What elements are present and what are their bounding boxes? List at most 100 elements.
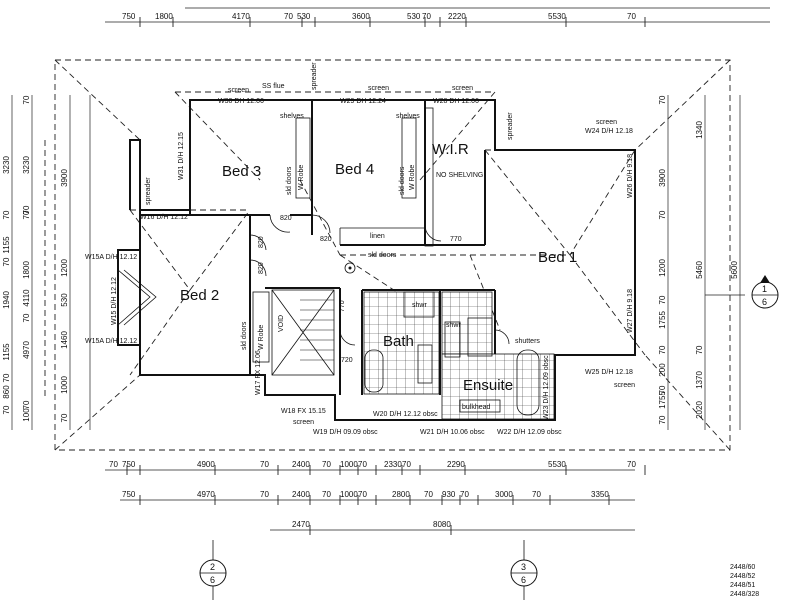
window-w30: W30 DH 12.06 [218, 98, 264, 105]
dimension-label: 70 [532, 490, 541, 499]
dimension-label: 2290 [447, 460, 465, 469]
w-robe-bed3: W Robe [298, 165, 305, 190]
void-label: VOID [278, 315, 285, 332]
door-820-a: 820 [280, 215, 292, 222]
dimension-label: 70 [358, 460, 367, 469]
window-w22: W22 D/H 12.09 obsc [497, 429, 562, 436]
window-w23: W23 D/H 12.09 obsc [543, 355, 550, 420]
dimension-label: 1460 [60, 331, 69, 349]
section-ref-a-sheet: 6 [210, 575, 215, 585]
section-ref-bottom-b: 3 6 [510, 540, 538, 600]
screen-label-top-right: screen [452, 85, 473, 92]
dimension-label: 2400 [292, 490, 310, 499]
window-w27: W27 D/H 9.18 [627, 289, 634, 333]
dimension-label: 70 [422, 12, 431, 21]
dimension-label: 1800 [22, 261, 31, 279]
dimension-lines [11, 7, 770, 531]
window-w17: W17 FX 12.06 [255, 350, 262, 395]
section-ref-a-num: 2 [210, 562, 215, 572]
window-w15a-bot: W15A D/H 12.12 [85, 338, 137, 345]
dimension-label: 70 [2, 210, 11, 219]
window-w24: W24 D/H 12.18 [585, 128, 633, 135]
ss-flue-label: SS flue [262, 83, 285, 90]
dimension-label: 750 [122, 490, 136, 499]
dimension-label: 3900 [60, 169, 69, 187]
stamp-3: 2448/51 [730, 582, 755, 589]
window-w15: W15 D/H 12.12 [111, 277, 118, 325]
dimension-label: 70 [460, 490, 469, 499]
dimension-label: 70 [322, 460, 331, 469]
room-label-wir: W.I.R [432, 141, 469, 158]
door-820-c: 820 [258, 236, 265, 248]
wir-note: NO SHELVING [436, 172, 483, 179]
window-w29: W29 DH 12.24 [340, 98, 386, 105]
section-ref-b-sheet: 6 [521, 575, 526, 585]
stair-void [271, 289, 335, 376]
stamp-4: 2448/328 [730, 591, 759, 598]
dimension-label: 1940 [2, 291, 11, 309]
dimension-label: 70 [2, 373, 11, 382]
door-770-a: 770 [450, 236, 462, 243]
section-ref-right: 1 6 [751, 275, 779, 309]
dimension-label: 70 [627, 12, 636, 21]
section-ref-b-num: 3 [521, 562, 526, 572]
window-w25: W25 D/H 12.18 [585, 369, 633, 376]
dimension-ticks [126, 17, 646, 535]
dimension-label: 1755 [658, 391, 667, 409]
spreader-label-1: spreader [311, 62, 318, 90]
dimension-label: 4170 [232, 12, 250, 21]
dimension-label: 2800 [392, 490, 410, 499]
door-820-d: 820 [258, 262, 265, 274]
window-w18: W18 FX 15.15 [281, 408, 326, 415]
dimension-label: 200 [658, 363, 667, 377]
screen-label-bed1: screen [596, 119, 617, 126]
door-770-b: 770 [339, 300, 346, 312]
dimension-label: 70 [22, 210, 31, 219]
dimension-label: 4900 [197, 460, 215, 469]
dimension-label: 1200 [658, 259, 667, 277]
dimension-label: 530 [297, 12, 311, 21]
dimension-label: 70 [2, 405, 11, 414]
sld-doors-bed4: sld doors [399, 166, 406, 195]
room-label-bed4: Bed 4 [335, 161, 374, 178]
external-walls [117, 99, 636, 421]
dimension-label: 1370 [695, 371, 704, 389]
window-w15a-top: W15A D/H 12.12 [85, 254, 137, 261]
dimension-label: 70 [260, 490, 269, 499]
dimension-label: 530 [407, 12, 421, 21]
dimension-label: 3230 [22, 156, 31, 174]
room-label-bed3: Bed 3 [222, 163, 261, 180]
dimension-label: 750 [122, 12, 136, 21]
dimension-label: 1800 [155, 12, 173, 21]
window-w31: W31 D/H 12.15 [178, 132, 185, 180]
dimension-label: 70 [22, 400, 31, 409]
w-robe-bed4: W Robe [409, 165, 416, 190]
dimension-label: 70 [358, 490, 367, 499]
room-label-ensuite: Ensuite [463, 377, 513, 394]
dimension-label: 70 [22, 313, 31, 322]
dimension-label: 70 [658, 295, 667, 304]
dimension-label: 70 [260, 460, 269, 469]
dimension-label: 1200 [60, 259, 69, 277]
dimension-label: 5530 [548, 460, 566, 469]
bulkhead-label: bulkhead [462, 404, 491, 411]
dimension-label: 2470 [292, 520, 310, 529]
dimension-label: 70 [658, 385, 667, 394]
dimension-label: 1340 [695, 121, 704, 139]
dimension-label: 750 [122, 460, 136, 469]
spreader-label-3: spreader [145, 177, 152, 205]
dimension-label: 1000 [60, 376, 69, 394]
dimension-label: 2020 [695, 401, 704, 419]
dimension-label: 1755 [658, 311, 667, 329]
dimension-label: 100 [22, 408, 31, 422]
linen-label: linen [370, 233, 385, 240]
bath-shower-label: shwr [412, 302, 427, 309]
window-w20: W20 D/H 12.12 obsc [373, 411, 438, 418]
dimension-label: 70 [60, 413, 69, 422]
ensuite-shower-label: shwr [446, 322, 461, 329]
dimension-label: 70 [627, 460, 636, 469]
shelves-label-wir: shelves [396, 113, 420, 120]
dimension-label: 2220 [448, 12, 466, 21]
